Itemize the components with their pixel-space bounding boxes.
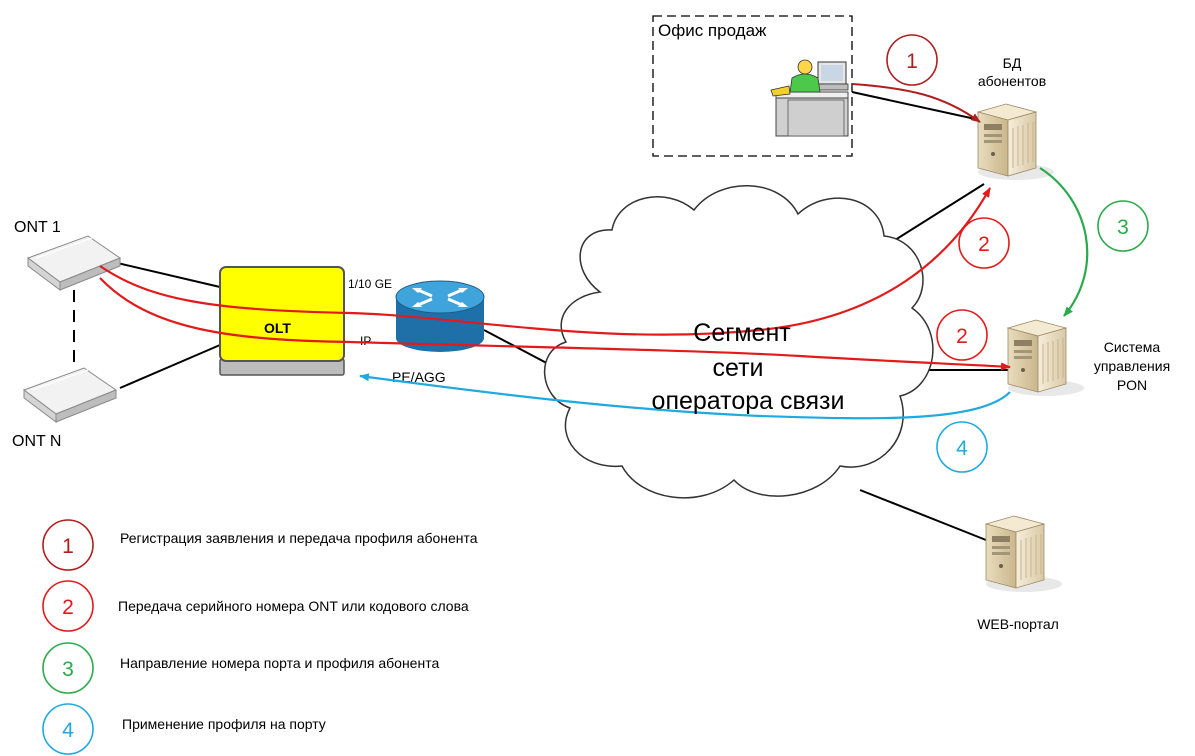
arrow-step1 (851, 83, 981, 123)
arrow-step2-to-db (99, 187, 991, 336)
legend-num-1: 1 (62, 535, 74, 558)
legend: 1 Регистрация заявления и передача профи… (42, 519, 478, 755)
network-cloud-icon (543, 185, 934, 499)
step-badge-2b: 2 (936, 309, 988, 361)
link-cloud-web (859, 489, 987, 541)
office-worker-desk-icon (770, 59, 849, 137)
legend-text-2: Передача серийного номера ONT или кодово… (118, 598, 469, 614)
arrow-step2-to-pon (99, 277, 1011, 371)
web-portal-server-icon (985, 515, 1063, 593)
step-badge-1: 1 (886, 34, 938, 86)
sales-office-border (652, 15, 853, 157)
pon-mgmt-label-line3: PON (1117, 377, 1147, 393)
ont1-label: ONT 1 (14, 219, 61, 236)
svg-text:2: 2 (978, 233, 990, 256)
link-router-cloud (483, 329, 557, 369)
cloud-label-line2: сети (713, 354, 764, 382)
cloud-label-line1: Сегмент (693, 319, 791, 347)
subscriber-db-label-line2: абонентов (978, 73, 1046, 89)
uplink-label: 1/10 GE (348, 277, 392, 291)
olt-label: OLT (264, 320, 291, 336)
ontn-device-icon (23, 367, 117, 423)
legend-text-3: Направление номера порта и профиля абоне… (120, 655, 439, 671)
step-badge-4: 4 (936, 421, 988, 473)
subscriber-db-label-line1: БД (1003, 55, 1022, 71)
pon-mgmt-label-line2: управления (1094, 358, 1170, 374)
legend-text-1: Регистрация заявления и передача профиля… (120, 530, 478, 546)
legend-num-2: 2 (62, 596, 74, 619)
ontn-label: ONT N (12, 433, 61, 450)
sales-office: Офис продаж (652, 15, 853, 157)
legend-text-4: Применение профиля на порту (122, 716, 326, 732)
legend-item-1: 1 Регистрация заявления и передача профи… (42, 519, 478, 571)
legend-num-4: 4 (62, 719, 74, 742)
legend-item-2: 2 Передача серийного номера ONT или кодо… (42, 580, 469, 632)
legend-item-3: 3 Направление номера порта и профиля або… (42, 642, 439, 694)
ip-label: IP (360, 334, 371, 348)
pon-mgmt-server-icon (1007, 319, 1085, 397)
cloud-label-line3: оператора связи (652, 387, 845, 415)
pe-agg-label: PE/AGG (392, 369, 446, 385)
step-badge-3: 3 (1097, 200, 1149, 252)
router-icon (395, 280, 485, 352)
arrow-step4 (359, 373, 1011, 420)
ont1-device-icon (27, 235, 121, 291)
svg-text:3: 3 (1117, 216, 1129, 239)
web-portal-label: WEB-портал (977, 616, 1059, 632)
step-badge-2a: 2 (958, 217, 1010, 269)
svg-text:1: 1 (906, 50, 918, 73)
sales-office-label: Офис продаж (658, 21, 767, 40)
link-ontn-olt (119, 344, 221, 389)
arrow-step3 (1039, 167, 1089, 317)
svg-text:4: 4 (956, 437, 968, 460)
legend-item-4: 4 Применение профиля на порту (42, 703, 326, 755)
link-office-db (851, 91, 981, 121)
legend-num-3: 3 (62, 658, 74, 681)
svg-text:2: 2 (956, 325, 968, 348)
pon-mgmt-label-line1: Система (1104, 339, 1161, 355)
